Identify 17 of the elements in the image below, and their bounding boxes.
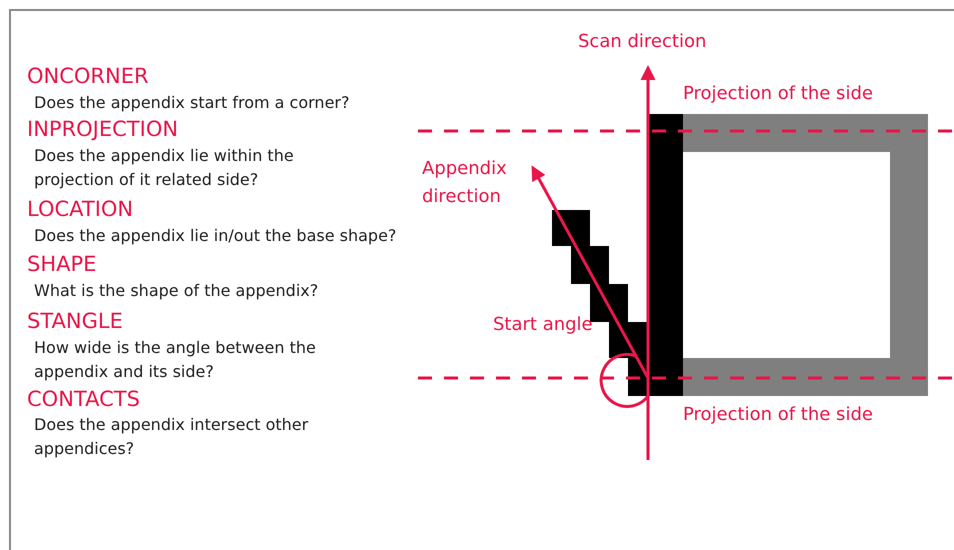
- question-text: Does the appendix start from a corner?: [34, 92, 350, 114]
- annotation-label: Scan direction: [578, 30, 706, 54]
- question-text: Does the appendix lie within the projection of it related side?: [34, 145, 295, 191]
- criterion-heading: SHAPE: [27, 251, 96, 277]
- question-text: What is the shape of the appendix?: [34, 280, 318, 302]
- question-text: How wide is the angle between the appendix and its side?: [34, 337, 317, 383]
- criterion-heading: STANGLE: [27, 308, 123, 334]
- annotation-label: Appendix direction: [422, 157, 508, 209]
- criterion-heading: LOCATION: [27, 196, 134, 222]
- annotation-label: Projection of the side: [683, 403, 873, 427]
- annotation-label: Projection of the side: [683, 82, 873, 106]
- question-text: Does the appendix intersect other appendices?: [34, 414, 310, 460]
- annotation-label: Start angle: [493, 313, 593, 337]
- question-text: Does the appendix lie in/out the base shape?: [34, 225, 396, 247]
- criterion-heading: ONCORNER: [27, 63, 149, 89]
- criterion-heading: CONTACTS: [27, 386, 140, 412]
- criterion-heading: INPROJECTION: [27, 116, 178, 142]
